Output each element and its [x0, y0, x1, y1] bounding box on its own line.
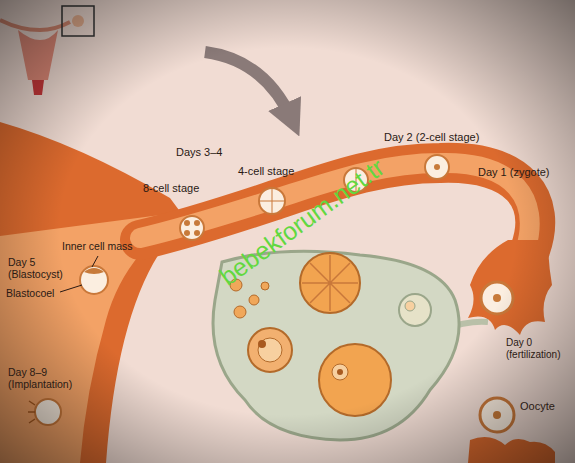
stage-label: Day 5 (Blastocyst) — [8, 256, 78, 280]
stage-label: Day 1 (zygote) — [478, 166, 550, 179]
stage-label: Oocyte — [520, 400, 555, 413]
stage-label: Day 2 (2-cell stage) — [384, 131, 479, 144]
stage-label: 8-cell stage — [143, 182, 199, 195]
part-label: Blastocoel — [6, 287, 54, 299]
stage-label: Day 0 (fertilization) — [506, 337, 570, 360]
part-label: Inner cell mass — [62, 240, 133, 252]
stage-label: Day 8–9 (Implantation) — [8, 366, 88, 390]
stage-label: 4-cell stage — [238, 165, 294, 178]
stage-label: Days 3–4 — [176, 146, 222, 159]
